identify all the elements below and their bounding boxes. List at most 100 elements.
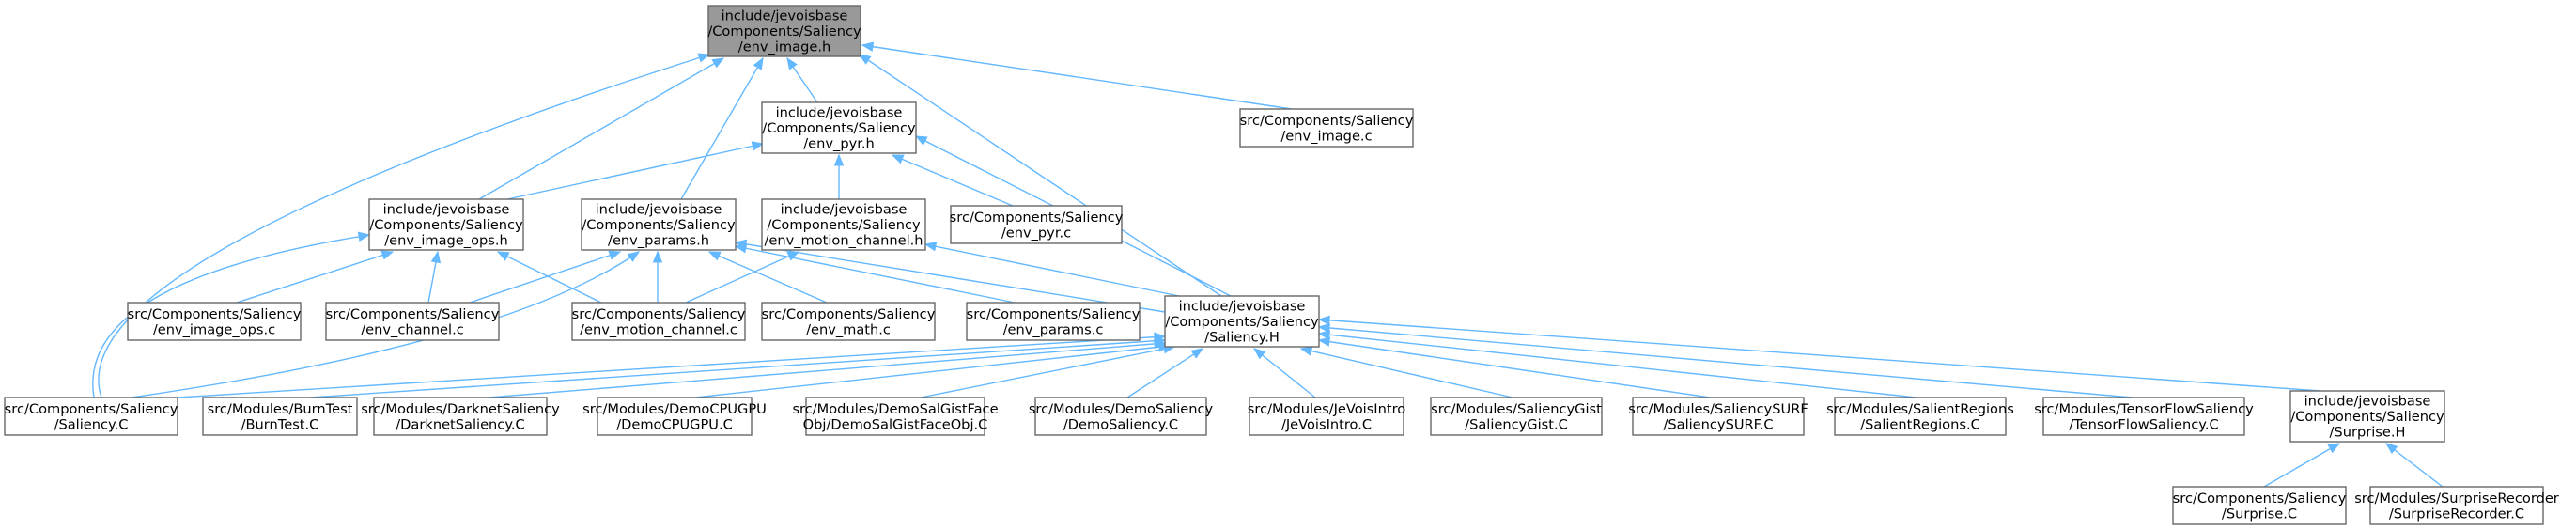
- node-label-line: include/jevoisbase: [722, 8, 848, 24]
- node-surprise-C[interactable]: src/Components/Saliency/Surprise.C: [2172, 486, 2347, 525]
- edge-surprise_C-to-surprise_H: [2263, 443, 2341, 488]
- node-box: [2172, 486, 2347, 525]
- node-label-line: /DemoCPUGPU.C: [616, 416, 733, 432]
- node-label-line: src/Modules/DarknetSaliency: [361, 401, 560, 417]
- node-env-params-h[interactable]: include/jevoisbase/Components/Saliency/e…: [581, 198, 737, 251]
- node-env-math-c[interactable]: src/Components/Saliency/env_math.c: [761, 302, 936, 341]
- node-label-line: src/Components/Saliency: [5, 401, 178, 417]
- edge-saliency_H-to-env_motion_channel_h: [923, 242, 1180, 297]
- edge-env_image_c-to-env_image_h: [861, 41, 1293, 110]
- node-label-line: include/jevoisbase: [596, 202, 722, 218]
- node-env-motion-channel-c[interactable]: src/Components/Saliency/env_motion_chann…: [571, 302, 746, 341]
- node-label-line: include/jevoisbase: [776, 105, 903, 121]
- node-box: [1034, 397, 1207, 436]
- edge-saliency_C-to-saliency_H: [177, 332, 1167, 398]
- arrowhead: [430, 250, 442, 264]
- node-label-line: /SaliencySURF.C: [1663, 416, 1773, 432]
- arrowhead: [380, 250, 395, 260]
- node-label-line: /Surprise.H: [2330, 425, 2406, 441]
- node-env-channel-c[interactable]: src/Components/Saliency/env_channel.c: [325, 302, 500, 341]
- edge-env_motion_channel_c-to-env_image_ops_h: [496, 251, 602, 304]
- node-label-line: /Components/Saliency: [767, 217, 921, 233]
- node-box: [571, 302, 746, 341]
- arrowhead: [786, 56, 798, 70]
- node-label-line: /env_channel.c: [361, 321, 464, 337]
- edge-jevoisintro_C-to-saliency_H: [1252, 348, 1316, 398]
- node-label-line: include/jevoisbase: [383, 202, 510, 218]
- node-surprise-H[interactable]: include/jevoisbase/Components/Saliency/S…: [2289, 390, 2445, 443]
- arrowhead: [786, 251, 800, 261]
- edge-burntest_C-to-saliency_H: [309, 335, 1167, 398]
- node-env-pyr-c[interactable]: src/Components/Saliency/env_pyr.c: [950, 205, 1124, 244]
- node-saliencysurf-C[interactable]: src/Modules/SaliencySURF/SaliencySURF.C: [1628, 397, 1808, 436]
- node-env-image-ops-h[interactable]: include/jevoisbase/Components/Saliency/e…: [368, 198, 524, 251]
- node-box: [761, 101, 917, 154]
- arrowhead: [1299, 346, 1313, 356]
- node-salientregions-C[interactable]: src/Modules/SalientRegions/SalientRegion…: [1826, 397, 2014, 436]
- node-env-image-c[interactable]: src/Components/Saliency/env_image.c: [1239, 108, 1414, 148]
- edge-saliency_C-to-env_image_ops_h: [92, 231, 371, 398]
- arrowhead: [707, 251, 722, 261]
- node-demosaliency-C[interactable]: src/Modules/DemoSaliency/DemoSaliency.C: [1029, 397, 1214, 436]
- arrowhead: [627, 251, 641, 262]
- node-label-line: src/Modules/SaliencyGist: [1431, 401, 1602, 417]
- node-demosalgist-C[interactable]: src/Modules/DemoSalGistFaceObj/DemoSalGi…: [792, 397, 999, 436]
- node-saliencygist-C[interactable]: src/Modules/SaliencyGist/SaliencyGist.C: [1430, 397, 1603, 436]
- arrowhead: [914, 135, 928, 146]
- node-label-line: /env_image_ops.h: [384, 233, 508, 249]
- node-env-image-h[interactable]: include/jevoisbase/Components/Saliency/e…: [707, 5, 861, 57]
- edge-env_channel_c-to-env_image_ops_h: [427, 250, 442, 304]
- node-label-line: src/Components/Saliency: [1240, 113, 1414, 129]
- node-label-line: /env_image.c: [1280, 128, 1372, 144]
- node-label-line: /Components/Saliency: [582, 217, 736, 233]
- node-surpriserecorder-C[interactable]: src/Modules/SurpriseRecorder/SurpriseRec…: [2354, 486, 2559, 525]
- edge-env_pyr_c-to-env_pyr_h: [891, 154, 1014, 207]
- node-env-params-c[interactable]: src/Components/Saliency/env_params.c: [966, 302, 1141, 341]
- node-box: [1164, 295, 1320, 348]
- node-tfsaliency-C[interactable]: src/Modules/TensorFlowSaliency/TensorFlo…: [2034, 397, 2254, 436]
- node-label-line: src/Modules/BurnTest: [208, 401, 353, 417]
- edge-env_params_h-to-env_image_h: [680, 56, 764, 200]
- node-env-image-ops-c[interactable]: src/Components/Saliency/env_image_ops.c: [127, 302, 302, 341]
- node-burntest-C[interactable]: src/Modules/BurnTest/BurnTest.C: [202, 397, 358, 436]
- node-label-line: src/Components/Saliency: [762, 306, 936, 322]
- node-jevoisintro-C[interactable]: src/Modules/JeVoisIntro/JeVoisIntro.C: [1248, 397, 1405, 436]
- arrowhead: [697, 53, 711, 63]
- arrowhead: [652, 250, 663, 263]
- node-label-line: src/Components/Saliency: [967, 306, 1141, 322]
- graph-nodes: include/jevoisbase/Components/Saliency/e…: [4, 5, 2559, 525]
- node-label-line: /env_image.h: [738, 39, 830, 55]
- node-box: [2369, 486, 2544, 525]
- node-env-motion-channel-h[interactable]: include/jevoisbase/Components/Saliency/e…: [761, 198, 926, 251]
- node-box: [950, 205, 1123, 244]
- edge-salientregions_C-to-saliency_H: [1317, 330, 1917, 398]
- node-label-line: /Components/Saliency: [369, 217, 523, 233]
- node-label-line: /DarknetSaliency.C: [396, 416, 524, 432]
- node-box: [581, 198, 737, 251]
- node-box: [597, 397, 753, 436]
- edge-saliency_H-to-env_params_h: [734, 239, 1166, 313]
- arrowhead: [751, 141, 765, 151]
- node-label-line: /Surprise.C: [2222, 506, 2297, 522]
- node-saliency-H[interactable]: include/jevoisbase/Components/Saliency/S…: [1164, 295, 1320, 348]
- arrowhead: [2384, 443, 2398, 455]
- node-democpugpu-C[interactable]: src/Modules/DemoCPUGPU/DemoCPUGPU.C: [582, 397, 767, 436]
- node-label-line: /TensorFlowSaliency.C: [2069, 416, 2218, 432]
- edge-env_math_c-to-env_params_h: [707, 251, 828, 304]
- node-saliency-C[interactable]: src/Components/Saliency/Saliency.C: [4, 397, 178, 436]
- node-box: [707, 5, 861, 57]
- node-label-line: /env_params.h: [608, 233, 709, 249]
- edge-env_motion_channel_h-to-env_pyr_h: [833, 153, 845, 199]
- node-box: [1249, 397, 1404, 436]
- node-label-line: src/Modules/SalientRegions: [1826, 401, 2014, 417]
- node-label-line: /SaliencyGist.C: [1465, 416, 1568, 432]
- node-label-line: src/Modules/DemoCPUGPU: [582, 401, 767, 417]
- arrowhead: [923, 242, 938, 252]
- node-env-pyr-h[interactable]: include/jevoisbase/Components/Saliency/e…: [761, 101, 917, 154]
- edge-env_image_ops_h-to-env_image_h: [478, 57, 725, 200]
- node-label-line: /env_math.c: [806, 321, 891, 337]
- node-label-line: src/Components/Saliency: [128, 306, 302, 322]
- node-label-line: Obj/DemoSalGistFaceObj.C: [803, 416, 988, 432]
- node-darknetsaliency-C[interactable]: src/Modules/DarknetSaliency/DarknetSalie…: [361, 397, 560, 436]
